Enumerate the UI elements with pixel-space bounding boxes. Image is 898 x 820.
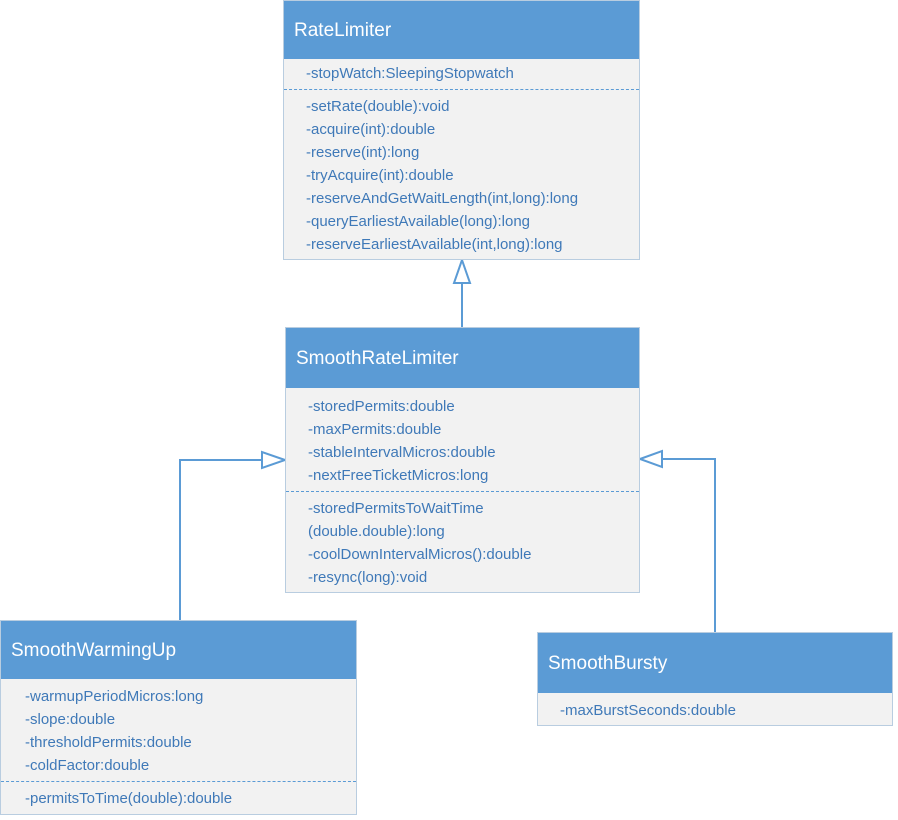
- method-cooldownintervalmicros: -coolDownIntervalMicros():double: [308, 546, 532, 563]
- compartment-divider: [286, 491, 639, 492]
- method-tryacquire: -tryAcquire(int):double: [306, 167, 454, 184]
- class-ratelimiter[interactable]: RateLimiter -stopWatch:SleepingStopwatch…: [283, 0, 640, 260]
- method-reserveandgetwaitlength: -reserveAndGetWaitLength(int,long):long: [306, 190, 579, 207]
- field-nextfreeticketmicros: -nextFreeTicketMicros:long: [308, 467, 489, 484]
- edge-smoothbursty-to-smoothratelimiter: [662, 458, 716, 632]
- method-storedpermitstowaittime: -storedPermitsToWaitTime: [308, 500, 484, 517]
- class-name: SmoothWarmingUp: [1, 621, 356, 679]
- generalization-arrowhead: [637, 449, 663, 469]
- class-name: SmoothRateLimiter: [286, 328, 639, 388]
- class-name: RateLimiter: [284, 1, 639, 59]
- edge-smoothwarmingup-to-smoothratelimiter: [179, 459, 262, 620]
- field-stopwatch: -stopWatch:SleepingStopwatch: [306, 65, 514, 82]
- field-slope: -slope:double: [25, 711, 116, 728]
- compartment-divider: [284, 89, 639, 90]
- class-smoothratelimiter[interactable]: SmoothRateLimiter -storedPermits:double …: [285, 327, 640, 593]
- generalization-arrowhead: [261, 450, 289, 470]
- class-name: SmoothBursty: [538, 633, 892, 693]
- field-stableintervalmicros: -stableIntervalMicros:double: [308, 444, 496, 461]
- field-maxpermits: -maxPermits:double: [308, 421, 442, 438]
- method-reserve: -reserve(int):long: [306, 144, 420, 161]
- method-acquire: -acquire(int):double: [306, 121, 436, 138]
- field-thresholdpermits: -thresholdPermits:double: [25, 734, 192, 751]
- compartment-divider: [1, 781, 356, 782]
- class-smoothwarmingup[interactable]: SmoothWarmingUp -warmupPeriodMicros:long…: [0, 620, 357, 815]
- field-maxburstseconds: -maxBurstSeconds:double: [560, 702, 736, 719]
- class-smoothbursty[interactable]: SmoothBursty -maxBurstSeconds:double: [537, 632, 893, 726]
- method-resync: -resync(long):void: [308, 569, 428, 586]
- field-coldfactor: -coldFactor:double: [25, 757, 150, 774]
- method-permitstotime: -permitsToTime(double):double: [25, 790, 233, 807]
- method-storedpermitstowaittime-continued: (double.double):long: [308, 523, 445, 540]
- generalization-arrowhead: [452, 256, 472, 284]
- field-storedpermits: -storedPermits:double: [308, 398, 455, 415]
- method-setrate: -setRate(double):void: [306, 98, 450, 115]
- field-warmupperiodmicros: -warmupPeriodMicros:long: [25, 688, 204, 705]
- method-reserveearliestavailable: -reserveEarliestAvailable(int,long):long: [306, 236, 563, 253]
- method-queryearliestavailable: -queryEarliestAvailable(long):long: [306, 213, 531, 230]
